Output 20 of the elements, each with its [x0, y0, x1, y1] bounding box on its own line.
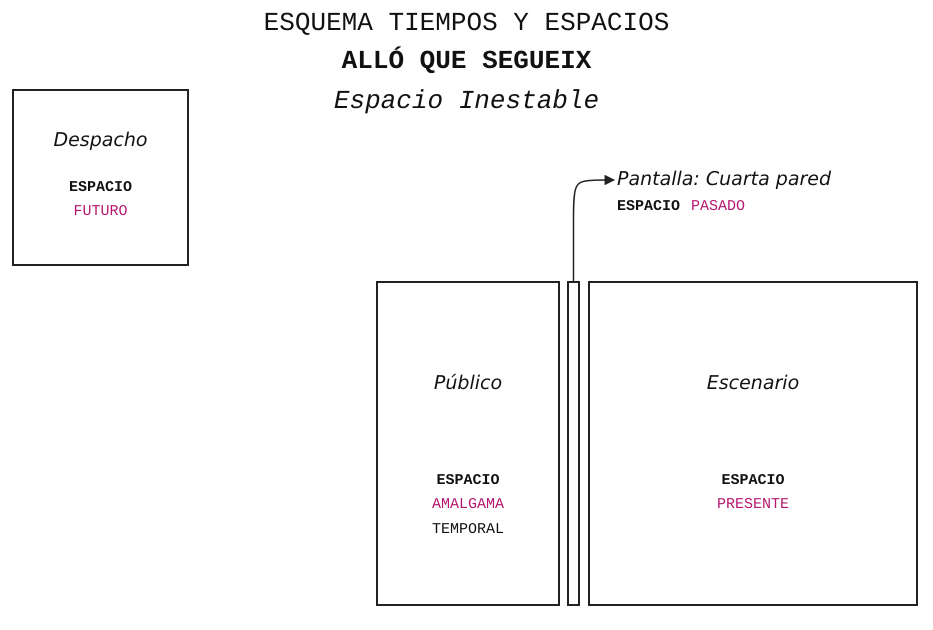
space-name: AMALGAMA: [430, 496, 505, 514]
subtitle: Espacio Inestable: [332, 86, 600, 116]
space-name: TEMPORAL: [430, 521, 505, 539]
box-heading: Público: [432, 372, 504, 395]
space-label: ESPACIO: [435, 472, 500, 490]
space-label: ESPACIO: [617, 198, 680, 216]
box-heading: Despacho: [52, 129, 149, 152]
space-name: PRESENTE: [716, 496, 790, 514]
diagram-title: ESQUEMA TIEMPOS Y ESPACIOS: [262, 8, 670, 38]
space-label: ESPACIO: [68, 179, 133, 197]
room-box: [12, 89, 189, 266]
box-heading: Pantalla: Cuarta pared: [617, 168, 832, 191]
space-name: PASADO: [691, 198, 746, 216]
audience-box: [376, 281, 560, 606]
space-label: ESPACIO: [720, 472, 786, 490]
arrow: [572, 174, 616, 281]
stage-box: [588, 281, 918, 606]
space-name: FUTURO: [72, 203, 128, 221]
subtitle: ALLÓ QUE SEGUEIX: [340, 46, 592, 76]
box-heading: Escenario: [706, 372, 800, 395]
